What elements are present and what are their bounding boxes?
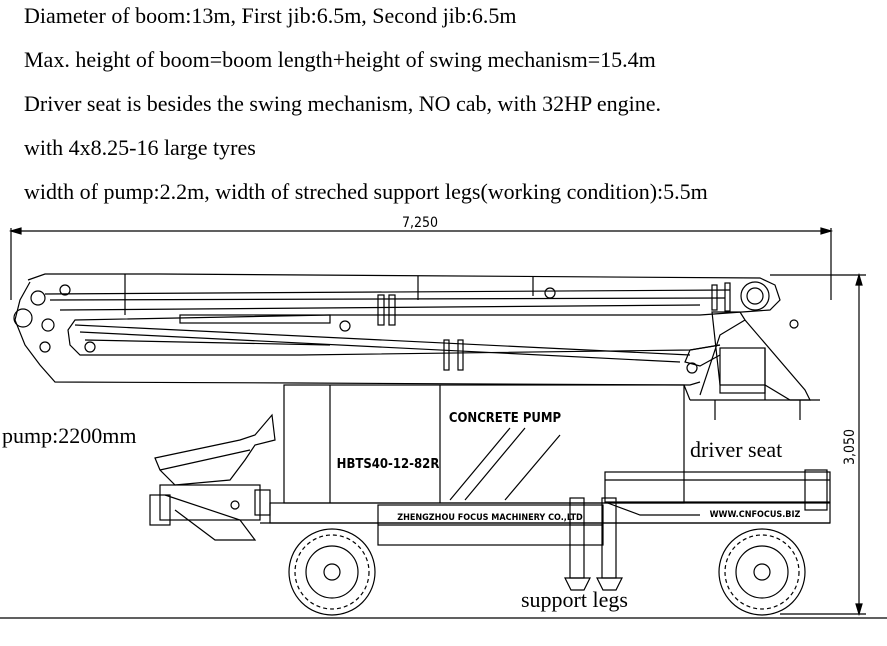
length-dimension: 7,250	[8, 215, 834, 300]
hopper	[149, 413, 276, 541]
swing-mechanism	[690, 311, 820, 420]
boom	[13, 273, 799, 386]
spec-tyres: with 4x8.25-16 large tyres	[24, 135, 256, 160]
driver-frame	[604, 469, 831, 516]
rear-wheel	[288, 528, 376, 616]
website-label: WWW.CNFOCUS.BIZ	[710, 510, 801, 520]
pump-width-label: pump:2200mm	[2, 423, 137, 448]
front-wheel	[718, 528, 806, 616]
height-dimension: 3,050	[770, 272, 866, 617]
spec-widths: width of pump:2.2m, width of streched su…	[24, 179, 708, 204]
concrete-pump-label: CONCRETE PUMP	[449, 411, 562, 426]
length-value: 7,250	[402, 215, 438, 231]
company-label: ZHENGZHOU FOCUS MACHINERY CO.,LTD	[397, 513, 583, 523]
model-label: HBTS40-12-82R	[337, 457, 440, 472]
driver-seat-label: driver seat	[690, 437, 783, 462]
spec-boom-diameter: Diameter of boom:13m, First jib:6.5m, Se…	[24, 3, 517, 28]
chassis: ZHENGZHOU FOCUS MACHINERY CO.,LTD WWW.CN…	[260, 502, 831, 546]
pump-body: CONCRETE PUMP HBTS40-12-82R	[283, 384, 691, 504]
support-legs-label: support legs	[521, 587, 628, 612]
spec-driver-seat: Driver seat is besides the swing mechani…	[24, 91, 662, 116]
spec-max-height: Max. height of boom=boom length+height o…	[24, 47, 656, 72]
support-legs-drawing	[564, 497, 623, 591]
height-value: 3,050	[842, 429, 858, 465]
